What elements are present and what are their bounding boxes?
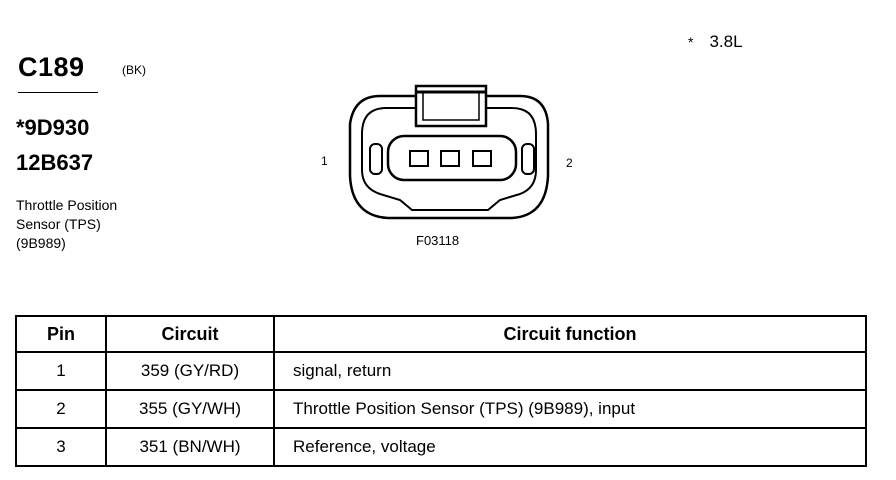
- figure-id: F03118: [416, 233, 460, 248]
- table-row: 3 351 (BN/WH) Reference, voltage: [15, 427, 867, 467]
- cell-function: signal, return: [273, 351, 867, 391]
- engine-note: * 3.8L: [688, 32, 743, 52]
- header-pin: Pin: [15, 315, 107, 353]
- note-text: 3.8L: [709, 32, 743, 51]
- description-line-1: Throttle Position: [16, 197, 118, 213]
- description-line-2: Sensor (TPS): [16, 216, 101, 232]
- pin-label-right: 2: [566, 156, 573, 170]
- note-marker: *: [688, 34, 694, 50]
- connector-id: C189: [18, 52, 85, 82]
- left-rib: [369, 143, 383, 175]
- header-function: Circuit function: [273, 315, 867, 353]
- table-header-row: Pin Circuit Circuit function: [15, 315, 867, 353]
- table-row: 2 355 (GY/WH) Throttle Position Sensor (…: [15, 389, 867, 429]
- pin-label-left: 1: [321, 154, 328, 168]
- cell-circuit: 359 (GY/RD): [105, 351, 275, 391]
- cell-pin: 1: [15, 351, 107, 391]
- part-number-2: 12B637: [16, 150, 94, 175]
- header-circuit: Circuit: [105, 315, 275, 353]
- terminal-cavity-2: [440, 150, 460, 167]
- part-number-1: *9D930: [16, 115, 90, 140]
- cell-function: Reference, voltage: [273, 427, 867, 467]
- cell-pin: 2: [15, 389, 107, 429]
- terminal-cavity-1: [409, 150, 429, 167]
- component-description: Throttle Position Sensor (TPS) (9B989): [16, 196, 117, 253]
- right-rib: [521, 143, 535, 175]
- description-line-3: (9B989): [16, 235, 66, 251]
- cell-circuit: 355 (GY/WH): [105, 389, 275, 429]
- connector-id-underline: [18, 92, 98, 93]
- terminal-block: [386, 134, 518, 182]
- pinout-table: Pin Circuit Circuit function 1 359 (GY/R…: [15, 315, 867, 467]
- table-row: 1 359 (GY/RD) signal, return: [15, 351, 867, 391]
- cell-circuit: 351 (BN/WH): [105, 427, 275, 467]
- cell-function: Throttle Position Sensor (TPS) (9B989), …: [273, 389, 867, 429]
- terminal-cavity-3: [472, 150, 492, 167]
- connector-color: (BK): [122, 63, 146, 77]
- connector-inner-housing: [361, 107, 537, 211]
- connector-outer-housing: [348, 94, 550, 220]
- connector-face-diagram: [348, 84, 550, 220]
- cell-pin: 3: [15, 427, 107, 467]
